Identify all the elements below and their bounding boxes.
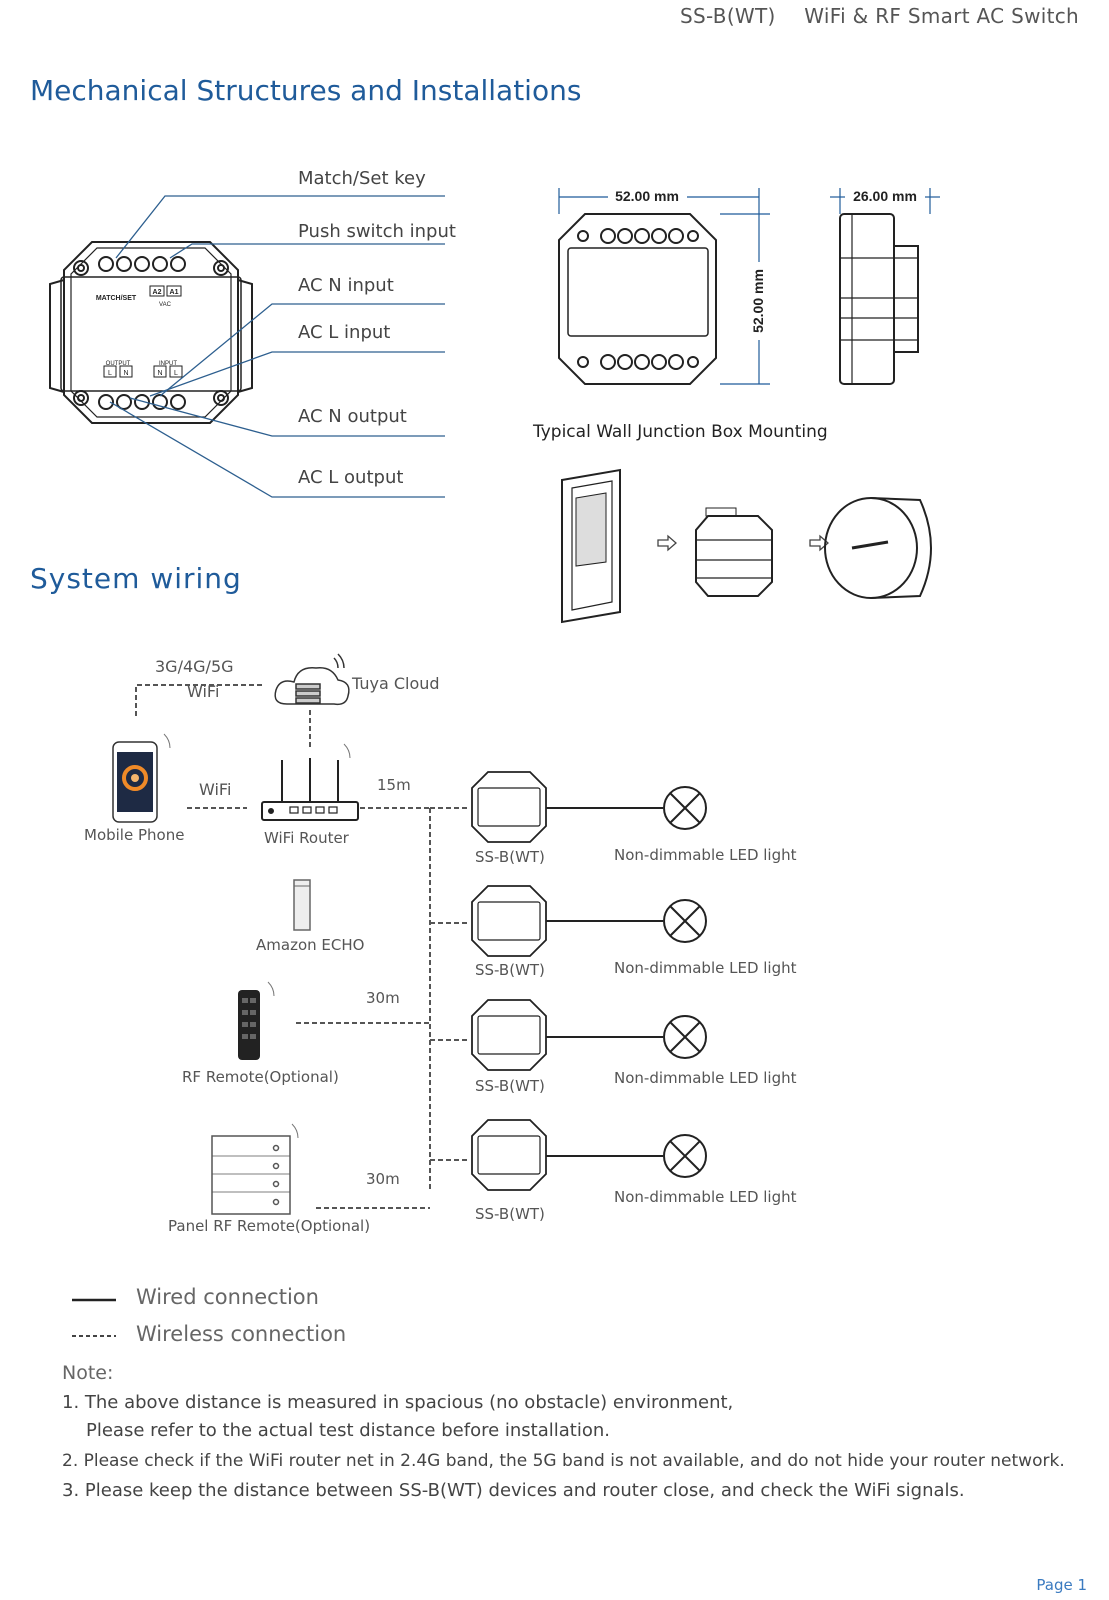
rf-remote-icon [238, 981, 275, 1060]
a2-label: A2 [153, 289, 162, 296]
tuya-cloud-label: Tuya Cloud [352, 674, 440, 693]
header-product: WiFi & RF Smart AC Switch [804, 4, 1079, 28]
callout-push-switch-input: Push switch input [298, 221, 456, 242]
wall-switch-illustration [561, 468, 621, 624]
device-markings: MATCH/SET A2 A1 VAC OUTPUT INPUT L N N L [96, 289, 179, 377]
light-label-4: Non-dimmable LED light [614, 1188, 797, 1206]
module-3d-illustration [695, 507, 773, 597]
terminal-l-out: L [108, 370, 112, 377]
vac-label: VAC [159, 302, 172, 308]
callout-ac-l-output: AC L output [298, 467, 404, 488]
wifi-top-label: WiFi [187, 682, 220, 701]
led-light-icons [663, 786, 707, 1178]
cloud-icon [274, 653, 350, 706]
led-light-icon [663, 1134, 707, 1178]
dimension-lines [558, 188, 940, 385]
light-label-2: Non-dimmable LED light [614, 959, 797, 977]
light-label-1: Non-dimmable LED light [614, 846, 797, 864]
legend-wired-label: Wired connection [136, 1285, 319, 1309]
callout-ac-n-input: AC N input [298, 275, 394, 296]
note-3: 3. Please keep the distance between SS-B… [62, 1480, 965, 1501]
junction-box-illustration [824, 497, 932, 599]
dimension-depth: 26.00 mm [853, 188, 917, 204]
note-1-line-1: 1. The above distance is measured in spa… [62, 1392, 734, 1413]
device-unit-2 [471, 885, 547, 957]
amazon-echo-label: Amazon ECHO [256, 936, 365, 954]
panel-remote-label: Panel RF Remote(Optional) [168, 1217, 371, 1235]
cellular-label: 3G/4G/5G [155, 657, 234, 676]
note-2: 2. Please check if the WiFi router net i… [62, 1451, 1065, 1471]
wired-links [546, 807, 663, 1157]
page-number: Page 1 [1036, 1576, 1087, 1594]
match-set-label: MATCH/SET [96, 295, 137, 302]
led-light-icon [663, 899, 707, 943]
wifi-router-icon [261, 743, 359, 821]
header-model: SS-B(WT) [680, 4, 776, 28]
mounting-title: Typical Wall Junction Box Mounting [533, 422, 828, 442]
legend-wireless-label: Wireless connection [136, 1322, 347, 1346]
section-title-wiring: System wiring [30, 562, 242, 595]
output-label: OUTPUT [106, 361, 131, 367]
mount-arrow-1-icon [657, 534, 677, 552]
distance-rf-label: 30m [366, 989, 400, 1007]
notes-title: Note: [62, 1362, 114, 1384]
document-header: SS-B(WT) WiFi & RF Smart AC Switch [658, 4, 1079, 28]
device-label-2: SS-B(WT) [475, 961, 545, 979]
callout-match-set-key: Match/Set key [298, 168, 426, 189]
device-unit-3 [471, 999, 547, 1071]
wifi-router-label: WiFi Router [264, 829, 349, 847]
callout-ac-l-input: AC L input [298, 322, 391, 343]
dimension-side-view [839, 213, 919, 385]
distance-panel-label: 30m [366, 1170, 400, 1188]
device-unit-1 [471, 771, 547, 843]
dimension-width: 52.00 mm [615, 188, 679, 204]
device-unit-4 [471, 1119, 547, 1191]
a1-label: A1 [170, 289, 179, 296]
mount-arrow-2-icon [809, 534, 829, 552]
callout-lines [109, 195, 445, 498]
device-label-4: SS-B(WT) [475, 1205, 545, 1223]
section-title-mechanical: Mechanical Structures and Installations [30, 74, 582, 107]
terminal-l-in: L [174, 370, 178, 377]
led-light-icon [663, 1015, 707, 1059]
device-label-3: SS-B(WT) [475, 1077, 545, 1095]
dimension-height: 52.00 mm [750, 269, 766, 333]
device-label-1: SS-B(WT) [475, 848, 545, 866]
device-front-view [49, 241, 253, 424]
distance-router-label: 15m [377, 776, 411, 794]
light-label-3: Non-dimmable LED light [614, 1069, 797, 1087]
input-label: INPUT [159, 361, 177, 367]
amazon-echo-icon [293, 879, 311, 931]
led-light-icon [663, 786, 707, 830]
callout-ac-n-output: AC N output [298, 406, 407, 427]
rf-remote-label: RF Remote(Optional) [182, 1068, 339, 1086]
terminal-n-out: N [123, 370, 128, 377]
note-1-line-2: Please refer to the actual test distance… [86, 1420, 610, 1441]
wifi-mid-label: WiFi [199, 780, 232, 799]
mobile-phone-icon [112, 733, 171, 823]
dimension-top-view [558, 213, 717, 385]
mobile-phone-label: Mobile Phone [84, 826, 185, 844]
terminal-n-in: N [157, 370, 162, 377]
wireless-links [135, 684, 470, 1209]
panel-remote-icon [211, 1123, 299, 1215]
